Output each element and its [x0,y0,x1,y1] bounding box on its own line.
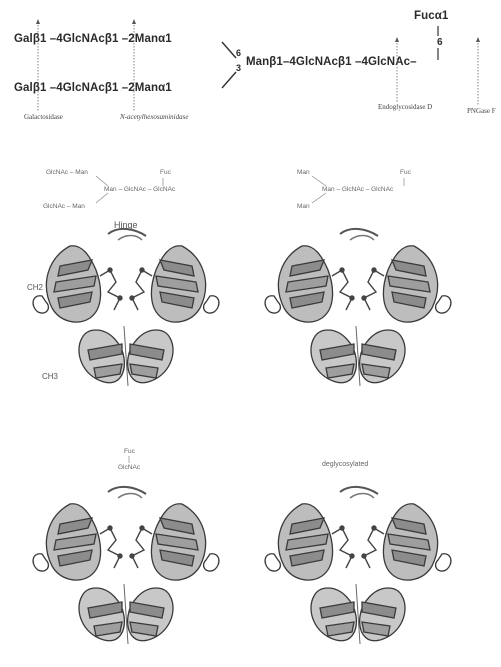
fc-structures [0,0,501,667]
